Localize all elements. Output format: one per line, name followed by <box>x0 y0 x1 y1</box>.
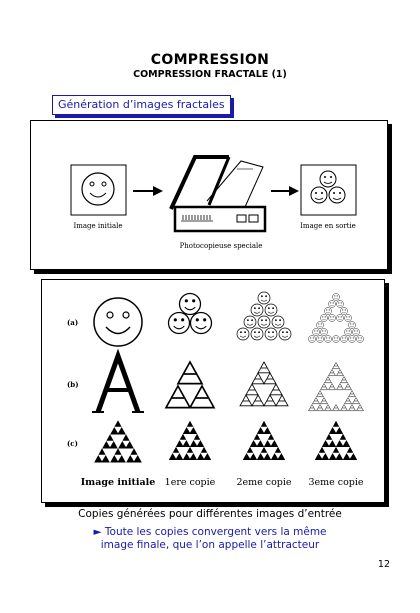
column-label-4: 3eme copie <box>308 477 363 488</box>
row-b-cell-1 <box>92 348 144 413</box>
slide-subtitle: COMPRESSION FRACTALE (1) <box>133 69 287 80</box>
bullet-arrow-icon: ► <box>93 526 102 538</box>
row-a-cell-4 <box>308 293 364 343</box>
output-image <box>300 164 357 216</box>
row-b-cell-4 <box>308 362 364 412</box>
row-b-cell-2 <box>165 361 215 409</box>
page-number: 12 <box>377 559 390 570</box>
arrow-right-icon <box>133 186 163 196</box>
bullet-text-line2: image finale, que l’on appelle l’attract… <box>100 539 320 551</box>
row-c-cell-1 <box>94 420 142 463</box>
column-label-2: 1ere copie <box>165 477 216 488</box>
input-image-label: Image initiale <box>73 222 122 230</box>
row-a-cell-3 <box>236 291 292 341</box>
row-a-cell-1 <box>93 297 143 347</box>
row-label-c: (c) <box>67 439 78 448</box>
iterations-figure: (a) (b) (c) <box>41 279 385 503</box>
row-c-cell-3 <box>242 420 286 460</box>
section-label: Génération d’images fractales <box>52 95 231 115</box>
input-image <box>70 164 127 216</box>
arrow-right-icon <box>271 186 299 196</box>
column-label-3: 2eme copie <box>236 477 291 488</box>
photocopier-icon <box>169 155 267 233</box>
figure-caption: Copies générées pour différentes images … <box>78 508 342 520</box>
photocopier-diagram: Image initiale Photocopieuse spec <box>30 120 388 270</box>
row-label-b: (b) <box>67 380 79 389</box>
bullet-point: ► Toute les copies convergent vers la mê… <box>0 526 420 552</box>
photocopier-label: Photocopieuse speciale <box>180 242 263 250</box>
row-b-cell-3 <box>239 361 289 407</box>
bullet-text-line1: Toute les copies convergent vers la même <box>104 526 327 538</box>
row-c-cell-2 <box>168 420 212 460</box>
row-a-cell-2 <box>167 292 213 335</box>
slide-title: COMPRESSION <box>150 52 270 68</box>
column-label-1: Image initiale <box>81 477 156 488</box>
row-label-a: (a) <box>67 318 78 327</box>
output-image-label: Image en sortie <box>300 222 356 230</box>
row-c-cell-4 <box>314 420 358 460</box>
